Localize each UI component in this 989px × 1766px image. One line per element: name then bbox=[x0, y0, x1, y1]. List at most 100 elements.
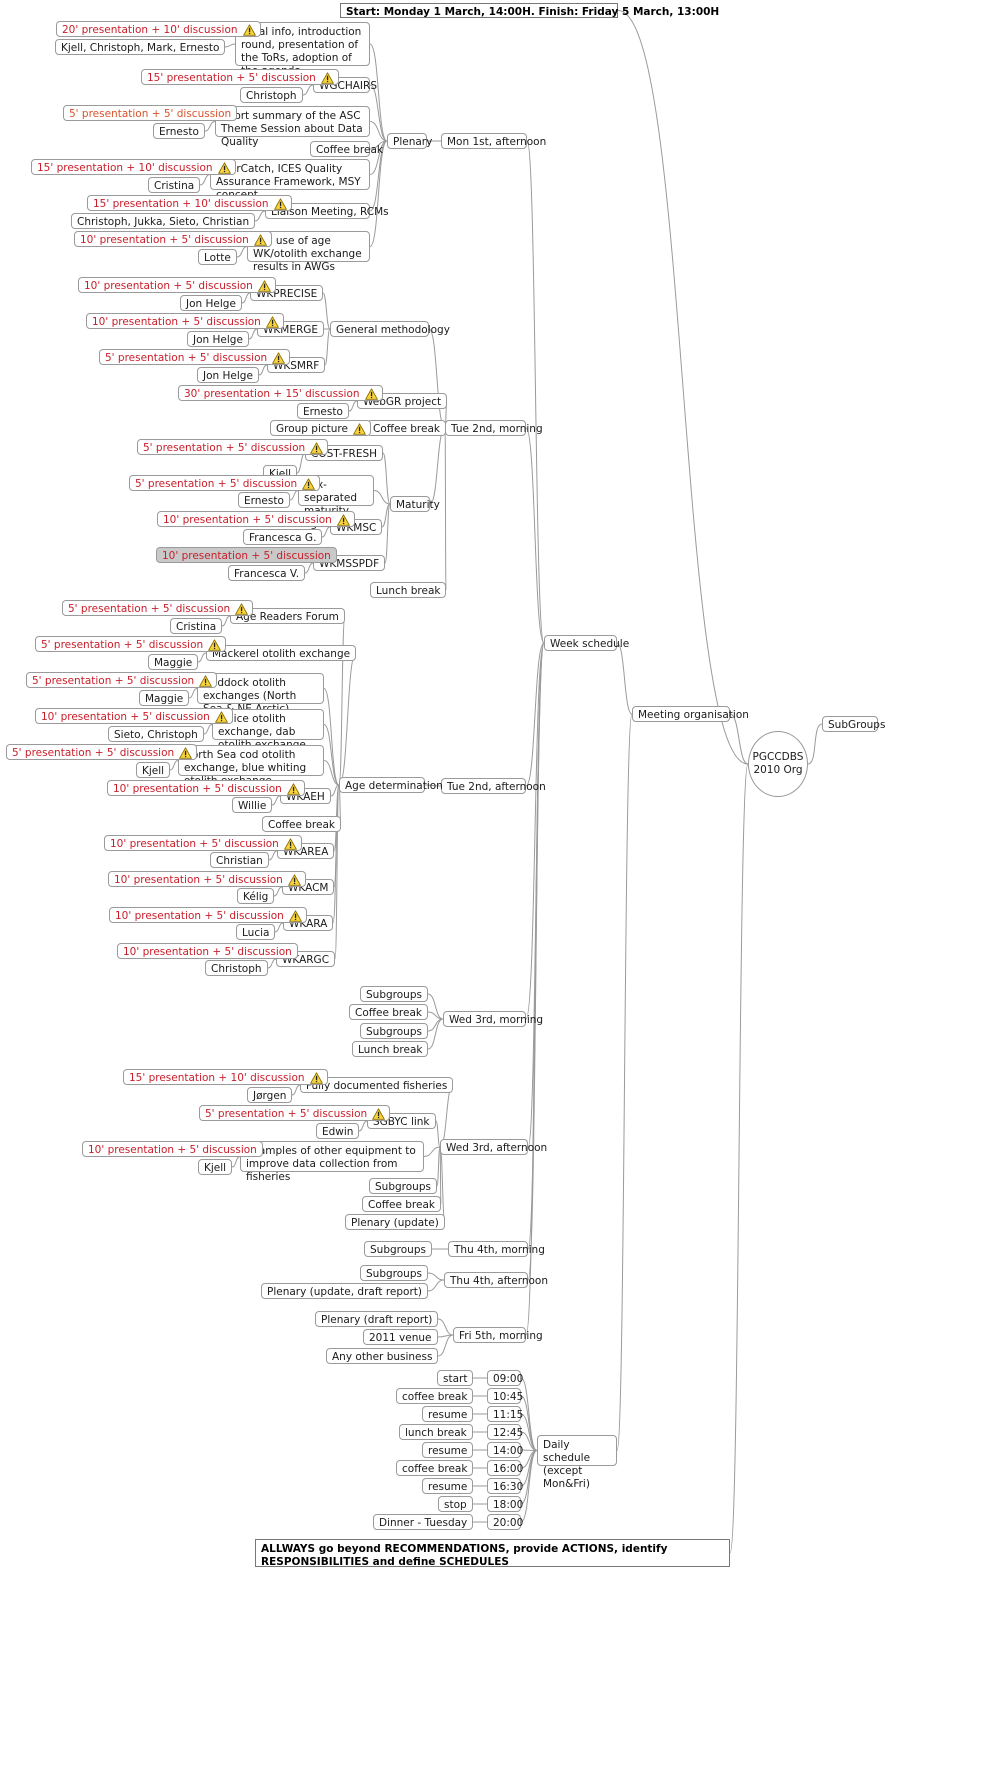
node-plenary-draft-report[interactable]: Plenary (draft report) bbox=[315, 1311, 439, 1327]
schedule-time[interactable]: 18:00 bbox=[487, 1496, 523, 1512]
schedule-event[interactable]: coffee break bbox=[396, 1388, 474, 1404]
node-mon-1st-afternoon[interactable]: Mon 1st, afternoon bbox=[441, 133, 546, 149]
schedule-time[interactable]: 16:30 bbox=[487, 1478, 523, 1494]
node-lucia[interactable]: Lucia bbox=[236, 924, 276, 940]
node-kjell-christoph-mark-ernesto[interactable]: Kjell, Christoph, Mark, Ernesto bbox=[55, 39, 226, 55]
schedule-time[interactable]: 16:00 bbox=[487, 1460, 523, 1476]
node-christoph-jukka-sieto-christian[interactable]: Christoph, Jukka, Sieto, Christian bbox=[71, 213, 256, 229]
footer-note[interactable]: ALLWAYS go beyond RECOMMENDATIONS, provi… bbox=[255, 1539, 730, 1568]
node-10-presentation-5-discussion[interactable]: 10' presentation + 5' discussion bbox=[74, 231, 272, 247]
node-plenary-update-draft-report[interactable]: Plenary (update, draft report) bbox=[261, 1283, 428, 1299]
root-node[interactable]: PGCCDBS 2010 Org bbox=[748, 731, 808, 797]
node-lotte[interactable]: Lotte bbox=[198, 249, 237, 265]
node-10-presentation-5-discussion[interactable]: 10' presentation + 5' discussion bbox=[109, 907, 307, 923]
node-10-presentation-5-discussion[interactable]: 10' presentation + 5' discussion bbox=[157, 511, 355, 527]
node-k-lig[interactable]: Kélig bbox=[237, 888, 275, 904]
node-jon-helge[interactable]: Jon Helge bbox=[180, 295, 242, 311]
node-tue-2nd-afternoon[interactable]: Tue 2nd, afternoon bbox=[441, 778, 546, 794]
node-local-info-introduction-round-presentation-of-the-tors-adoption-of-the-agenda[interactable]: Local info, introduction round, presenta… bbox=[235, 22, 370, 77]
node-5-presentation-5-discussion[interactable]: 5' presentation + 5' discussion bbox=[137, 439, 329, 455]
meeting-organisation-node[interactable]: Meeting organisation bbox=[632, 706, 749, 722]
node-15-presentation-10-discussion[interactable]: 15' presentation + 10' discussion bbox=[123, 1069, 328, 1085]
node-ernesto[interactable]: Ernesto bbox=[297, 403, 349, 419]
node-ernesto[interactable]: Ernesto bbox=[153, 123, 205, 139]
node-10-presentation-5-discussion[interactable]: 10' presentation + 5' discussion bbox=[35, 708, 233, 724]
node-intercatch-ices-quality-assurance-framework-msy-concept[interactable]: InterCatch, ICES Quality Assurance Frame… bbox=[210, 159, 370, 201]
node-fri-5th-morning[interactable]: Fri 5th, morning bbox=[453, 1327, 543, 1343]
node-5-presentation-5-discussion[interactable]: 5' presentation + 5' discussion bbox=[129, 475, 321, 491]
node-tue-2nd-morning[interactable]: Tue 2nd, morning bbox=[445, 420, 543, 436]
node-30-presentation-15-discussion[interactable]: 30' presentation + 15' discussion bbox=[178, 385, 383, 401]
node-cristina[interactable]: Cristina bbox=[148, 177, 201, 193]
node-francesca-g[interactable]: Francesca G. bbox=[243, 529, 323, 545]
node-10-presentation-5-discussion[interactable]: 10' presentation + 5' discussion bbox=[86, 313, 284, 329]
node-group-picture[interactable]: Group picture bbox=[270, 420, 371, 436]
node-15-presentation-5-discussion[interactable]: 15' presentation + 5' discussion bbox=[141, 69, 339, 85]
node-2011-venue[interactable]: 2011 venue bbox=[363, 1329, 438, 1345]
node-plenary[interactable]: Plenary bbox=[387, 133, 432, 149]
node-subgroups[interactable]: Subgroups bbox=[364, 1241, 432, 1257]
node-5-presentation-5-discussion[interactable]: 5' presentation + 5' discussion bbox=[35, 636, 227, 652]
schedule-event[interactable]: Dinner - Tuesday bbox=[373, 1514, 474, 1530]
node-maggie[interactable]: Maggie bbox=[148, 654, 199, 670]
node-subgroups[interactable]: Subgroups bbox=[360, 1023, 428, 1039]
node-5-presentation-5-discussion[interactable]: 5' presentation + 5' discussion bbox=[62, 600, 254, 616]
node-wed-3rd-afternoon[interactable]: Wed 3rd, afternoon bbox=[440, 1139, 547, 1155]
node-lunch-break[interactable]: Lunch break bbox=[370, 582, 447, 598]
node-any-other-business[interactable]: Any other business bbox=[326, 1348, 439, 1364]
node-10-presentation-5-discussion[interactable]: 10' presentation + 5' discussion bbox=[156, 547, 337, 563]
node-subgroups[interactable]: Subgroups bbox=[360, 1265, 428, 1281]
node-lunch-break[interactable]: Lunch break bbox=[352, 1041, 429, 1057]
schedule-event[interactable]: start bbox=[437, 1370, 474, 1386]
node-thu-4th-afternoon[interactable]: Thu 4th, afternoon bbox=[444, 1272, 548, 1288]
node-christian[interactable]: Christian bbox=[210, 852, 269, 868]
node-maggie[interactable]: Maggie bbox=[139, 690, 190, 706]
node-wksmrf[interactable]: WKSMRF bbox=[267, 357, 326, 373]
node-christoph[interactable]: Christoph bbox=[240, 87, 303, 103]
schedule-time[interactable]: 11:15 bbox=[487, 1406, 523, 1422]
node-10-presentation-5-discussion[interactable]: 10' presentation + 5' discussion bbox=[82, 1141, 263, 1157]
node-coffee-break[interactable]: Coffee break bbox=[349, 1004, 428, 1020]
node-age-readers-forum[interactable]: Age Readers Forum bbox=[230, 608, 345, 624]
node-general-methodology[interactable]: General methodology bbox=[330, 321, 450, 337]
node-wed-3rd-morning[interactable]: Wed 3rd, morning bbox=[443, 1011, 543, 1027]
node-cristina[interactable]: Cristina bbox=[170, 618, 223, 634]
node-coffee-break[interactable]: Coffee break bbox=[310, 141, 383, 157]
node-5-presentation-5-discussion[interactable]: 5' presentation + 5' discussion bbox=[199, 1105, 391, 1121]
header-title[interactable]: Start: Monday 1 March, 14:00H. Finish: F… bbox=[340, 3, 719, 18]
schedule-time[interactable]: 09:00 bbox=[487, 1370, 523, 1386]
node-10-presentation-5-discussion[interactable]: 10' presentation + 5' discussion bbox=[117, 943, 298, 959]
schedule-event[interactable]: resume bbox=[422, 1442, 474, 1458]
schedule-event[interactable]: stop bbox=[438, 1496, 473, 1512]
schedule-event[interactable]: lunch break bbox=[399, 1424, 473, 1440]
node-5-presentation-5-discussion[interactable]: 5' presentation + 5' discussion bbox=[63, 105, 238, 121]
week-schedule-node[interactable]: Week schedule bbox=[544, 635, 629, 651]
schedule-event[interactable]: resume bbox=[422, 1406, 474, 1422]
node-15-presentation-10-discussion[interactable]: 15' presentation + 10' discussion bbox=[31, 159, 236, 175]
node-15-presentation-10-discussion[interactable]: 15' presentation + 10' discussion bbox=[87, 195, 292, 211]
node-thu-4th-morning[interactable]: Thu 4th, morning bbox=[448, 1241, 545, 1257]
node-maturity[interactable]: Maturity bbox=[390, 496, 440, 512]
node-daily-schedule-except-mon-fri[interactable]: Daily schedule (except Mon&Fri) bbox=[537, 1435, 617, 1490]
node-subgroups[interactable]: Subgroups bbox=[360, 986, 428, 1002]
subgroups-node[interactable]: SubGroups bbox=[822, 716, 885, 732]
schedule-time[interactable]: 20:00 bbox=[487, 1514, 523, 1530]
schedule-time[interactable]: 14:00 bbox=[487, 1442, 523, 1458]
node-mackerel-otolith-exchange[interactable]: Mackerel otolith exchange bbox=[206, 645, 357, 661]
node-short-summary-of-the-asc-theme-session-about-data-quality[interactable]: Short summary of the ASC Theme Session a… bbox=[215, 106, 370, 148]
node-5-presentation-5-discussion[interactable]: 5' presentation + 5' discussion bbox=[99, 349, 291, 365]
node-coffee-break[interactable]: Coffee break bbox=[262, 816, 341, 832]
node-plenary-update[interactable]: Plenary (update) bbox=[345, 1214, 445, 1230]
node-10-presentation-5-discussion[interactable]: 10' presentation + 5' discussion bbox=[108, 871, 306, 887]
node-coffee-break[interactable]: Coffee break bbox=[367, 420, 446, 436]
node-christoph[interactable]: Christoph bbox=[205, 960, 268, 976]
node-edwin[interactable]: Edwin bbox=[316, 1123, 360, 1139]
node-francesca-v[interactable]: Francesca V. bbox=[228, 565, 306, 581]
schedule-event[interactable]: resume bbox=[422, 1478, 474, 1494]
node-age-determination[interactable]: Age determination bbox=[339, 777, 443, 793]
node-jon-helge[interactable]: Jon Helge bbox=[197, 367, 259, 383]
node-5-presentation-5-discussion[interactable]: 5' presentation + 5' discussion bbox=[26, 672, 218, 688]
node-willie[interactable]: Willie bbox=[232, 797, 273, 813]
schedule-time[interactable]: 12:45 bbox=[487, 1424, 523, 1440]
node-20-presentation-10-discussion[interactable]: 20' presentation + 10' discussion bbox=[56, 21, 261, 37]
